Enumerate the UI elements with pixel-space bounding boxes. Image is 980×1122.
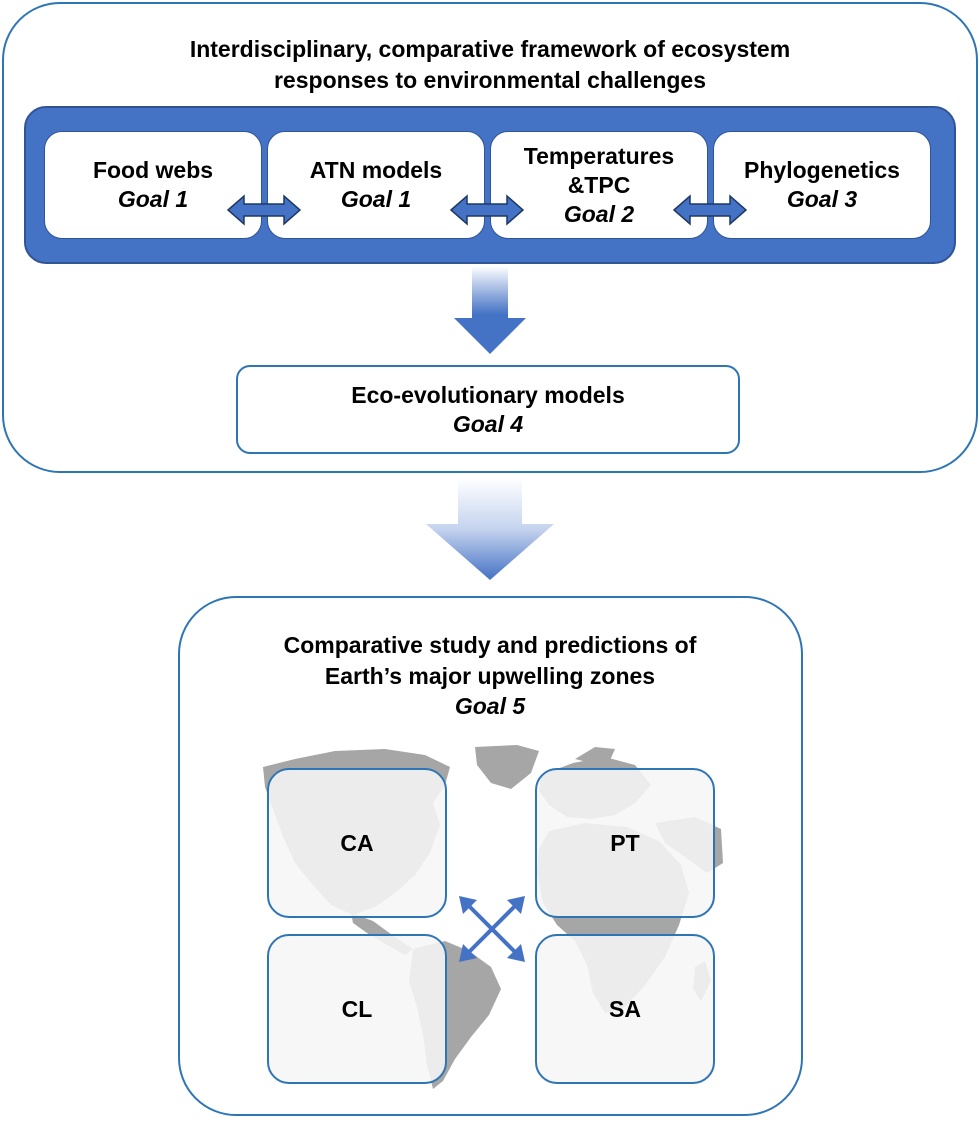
study-title: Comparative study and predictions of Ear… (200, 630, 780, 692)
card-phylogenetics: Phylogenetics Goal 3 (713, 131, 931, 239)
region-sa: SA (535, 934, 715, 1084)
card-food-webs: Food webs Goal 1 (44, 131, 262, 239)
card-goal: Goal 1 (340, 186, 412, 212)
framework-title-line-2: responses to environmental challenges (273, 67, 707, 93)
region-label: SA (609, 995, 641, 1022)
card-atn-models: ATN models Goal 1 (267, 131, 485, 239)
eco-evolutionary-box: Eco-evolutionary models Goal 4 (236, 365, 740, 454)
card-goal: Goal 3 (786, 186, 858, 212)
framework-title-line-1: Interdisciplinary, comparative framework… (189, 36, 791, 62)
double-arrow-icon (449, 194, 525, 226)
down-arrow-icon (454, 266, 526, 354)
study-title-line-2: Earth’s major upwelling zones (324, 663, 656, 689)
double-arrow-icon (226, 194, 302, 226)
card-goal: Goal 2 (563, 200, 635, 227)
region-label: CL (341, 995, 373, 1022)
down-arrow-icon (426, 478, 554, 580)
region-pt: PT (535, 768, 715, 918)
card-title: Phylogenetics (744, 157, 900, 183)
region-ca: CA (267, 768, 447, 918)
study-title-line-1: Comparative study and predictions of (283, 632, 697, 658)
card-goal: Goal 1 (117, 186, 189, 212)
cross-arrows-icon (459, 896, 525, 962)
double-arrow-icon (672, 194, 748, 226)
card-title: ATN models (309, 157, 443, 183)
card-title: Food webs (92, 157, 214, 183)
card-title-line-2: &TPC (567, 171, 631, 198)
region-cl: CL (267, 934, 447, 1084)
eco-evolutionary-title: Eco-evolutionary models (351, 381, 625, 408)
eco-evolutionary-goal: Goal 4 (452, 410, 524, 437)
card-temperatures-tpc: Temperatures &TPC Goal 2 (490, 131, 708, 239)
region-label: PT (610, 829, 640, 856)
study-goal: Goal 5 (454, 693, 526, 719)
framework-title: Interdisciplinary, comparative framework… (60, 34, 920, 96)
card-title-line-1: Temperatures (523, 142, 675, 169)
region-label: CA (340, 829, 374, 856)
